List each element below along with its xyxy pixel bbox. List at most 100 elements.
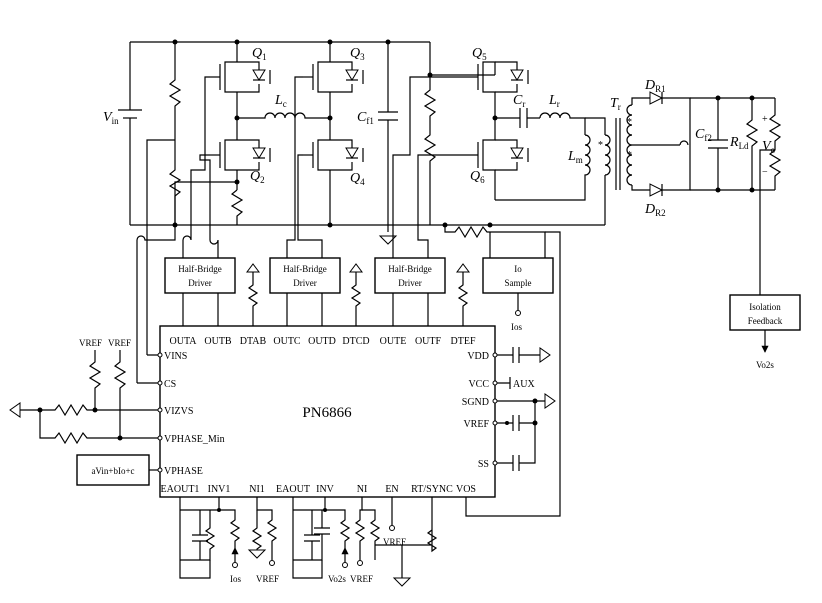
left-pins: VINS CS VIZVS VPHASE_Min VPHASE (157, 351, 225, 477)
svg-text:DTAB: DTAB (240, 336, 267, 347)
q3-label: Q3 (350, 46, 365, 62)
q2-mosfet (210, 118, 271, 225)
half-bridge-driver-3: Half-Bridge Driver (374, 257, 446, 294)
svg-text:DTCD: DTCD (342, 336, 369, 347)
svg-text:OUTF: OUTF (415, 336, 442, 347)
svg-text:Half-Bridge: Half-Bridge (178, 264, 221, 274)
vin-source (118, 109, 142, 130)
dr1-diode (649, 91, 664, 105)
svg-text:Io: Io (514, 264, 522, 274)
cr-label: Cr (513, 93, 525, 109)
power-stage: Vin Q1 Q2 (103, 39, 782, 295)
svg-text:VINS: VINS (164, 351, 187, 362)
svg-text:SGND: SGND (462, 397, 489, 408)
bottom-network-1 (179, 497, 241, 579)
dr2-label: DR2 (644, 202, 666, 218)
ios-signal-bottom: Ios (230, 574, 241, 584)
vo2s-signal-right: Vo2s (756, 360, 774, 370)
svg-text:Feedback: Feedback (748, 316, 783, 326)
svg-text:Driver: Driver (188, 278, 212, 288)
lc-label: Lc (274, 93, 287, 109)
chip-name: PN6866 (302, 405, 352, 421)
svg-text:SS: SS (478, 459, 489, 470)
vo-label: Vo (762, 139, 776, 155)
cr-capacitor (495, 108, 540, 128)
vo-plus: + (762, 114, 768, 125)
svg-text:VREF: VREF (463, 419, 489, 430)
tr-label: Tr (610, 96, 621, 112)
svg-text:*: * (598, 140, 603, 151)
cf1-label: Cf1 (357, 110, 374, 126)
q4-mosfet (303, 118, 364, 225)
svg-text:OUTB: OUTB (204, 336, 232, 347)
svg-text:aVin+bIo+c: aVin+bIo+c (91, 466, 134, 476)
vref-bottom-1: VREF (256, 574, 279, 584)
rld-resistor (745, 98, 759, 190)
svg-text:Driver: Driver (293, 278, 317, 288)
vref-left-2: VREF (108, 338, 131, 348)
io-sample-block: Io Sample (482, 257, 554, 294)
pn6866-chip: PN6866 OUTA OUTB DTAB OUTC OUTD DTCD OUT… (157, 325, 498, 498)
svg-text:VCC: VCC (468, 379, 489, 390)
svg-text:OUTD: OUTD (308, 336, 336, 347)
dtef-network (456, 263, 470, 326)
vcc-aux: AUX (497, 377, 535, 390)
q4-label: Q4 (350, 171, 365, 187)
lc-inductor (237, 112, 330, 119)
svg-text:OUTA: OUTA (170, 336, 198, 347)
svg-text:RT/SYNC: RT/SYNC (411, 484, 453, 495)
bottom-pins: EAOUT1 INV1 NI1 EAOUT INV NI EN RT/SYNC … (161, 484, 476, 495)
q5-label: Q5 (472, 46, 487, 62)
q6-label: Q6 (470, 169, 485, 185)
vo-minus: − (762, 167, 768, 178)
lr-label: Lr (548, 93, 560, 109)
lm-inductor (495, 134, 591, 201)
cf2-label: Cf2 (695, 127, 712, 143)
rld-label: RLd (729, 135, 749, 151)
svg-text:VIZVS: VIZVS (164, 406, 193, 417)
formula-block: aVin+bIo+c (76, 454, 150, 486)
svg-text:INV1: INV1 (208, 484, 231, 495)
ss-cap (497, 423, 536, 471)
svg-text:Sample: Sample (505, 278, 532, 288)
top-pins: OUTA OUTB DTAB OUTC OUTD DTCD OUTE OUTF … (170, 336, 476, 347)
svg-text:DTEF: DTEF (451, 336, 476, 347)
svg-text:NI1: NI1 (249, 484, 265, 495)
svg-text:*: * (627, 150, 632, 161)
svg-text:NI: NI (357, 484, 368, 495)
ios-signal-top: Ios (511, 322, 522, 332)
svg-text:VPHASE: VPHASE (164, 466, 203, 477)
q5-mosfet (450, 61, 529, 118)
cf2-capacitor (708, 98, 728, 190)
bottom-network-3 (292, 497, 351, 579)
half-bridge-driver-2: Half-Bridge Driver (269, 257, 341, 294)
svg-text:Isolation: Isolation (749, 302, 781, 312)
svg-text:OUTC: OUTC (273, 336, 301, 347)
isolation-feedback-block: Isolation Feedback (729, 294, 801, 331)
svg-text:VDD: VDD (467, 351, 489, 362)
dr1-label: DR1 (644, 78, 666, 94)
q3-mosfet (303, 42, 364, 118)
svg-text:OUTE: OUTE (380, 336, 407, 347)
vo2s-signal-bottom: Vo2s (328, 574, 346, 584)
vref-cap (497, 401, 536, 431)
q1-mosfet (210, 42, 271, 118)
lm-label: Lm (567, 149, 583, 165)
svg-text:Half-Bridge: Half-Bridge (388, 264, 431, 274)
en-network (389, 497, 438, 553)
svg-text:VPHASE_Min: VPHASE_Min (164, 434, 225, 445)
q2-label: Q2 (250, 169, 265, 185)
q6-mosfet (450, 118, 529, 200)
vref-bottom-2: VREF (350, 574, 373, 584)
svg-text:Driver: Driver (398, 278, 422, 288)
dtab-network (246, 263, 260, 326)
svg-text:Half-Bridge: Half-Bridge (283, 264, 326, 274)
vref-left-1: VREF (79, 338, 102, 348)
dr2-diode (649, 183, 664, 197)
right-pins: VDD VCC SGND VREF SS (462, 351, 498, 470)
half-bridge-driver-1: Half-Bridge Driver (164, 257, 236, 294)
svg-text:CS: CS (164, 379, 176, 390)
cf1-capacitor (378, 42, 398, 245)
vdd-cap (497, 347, 551, 363)
